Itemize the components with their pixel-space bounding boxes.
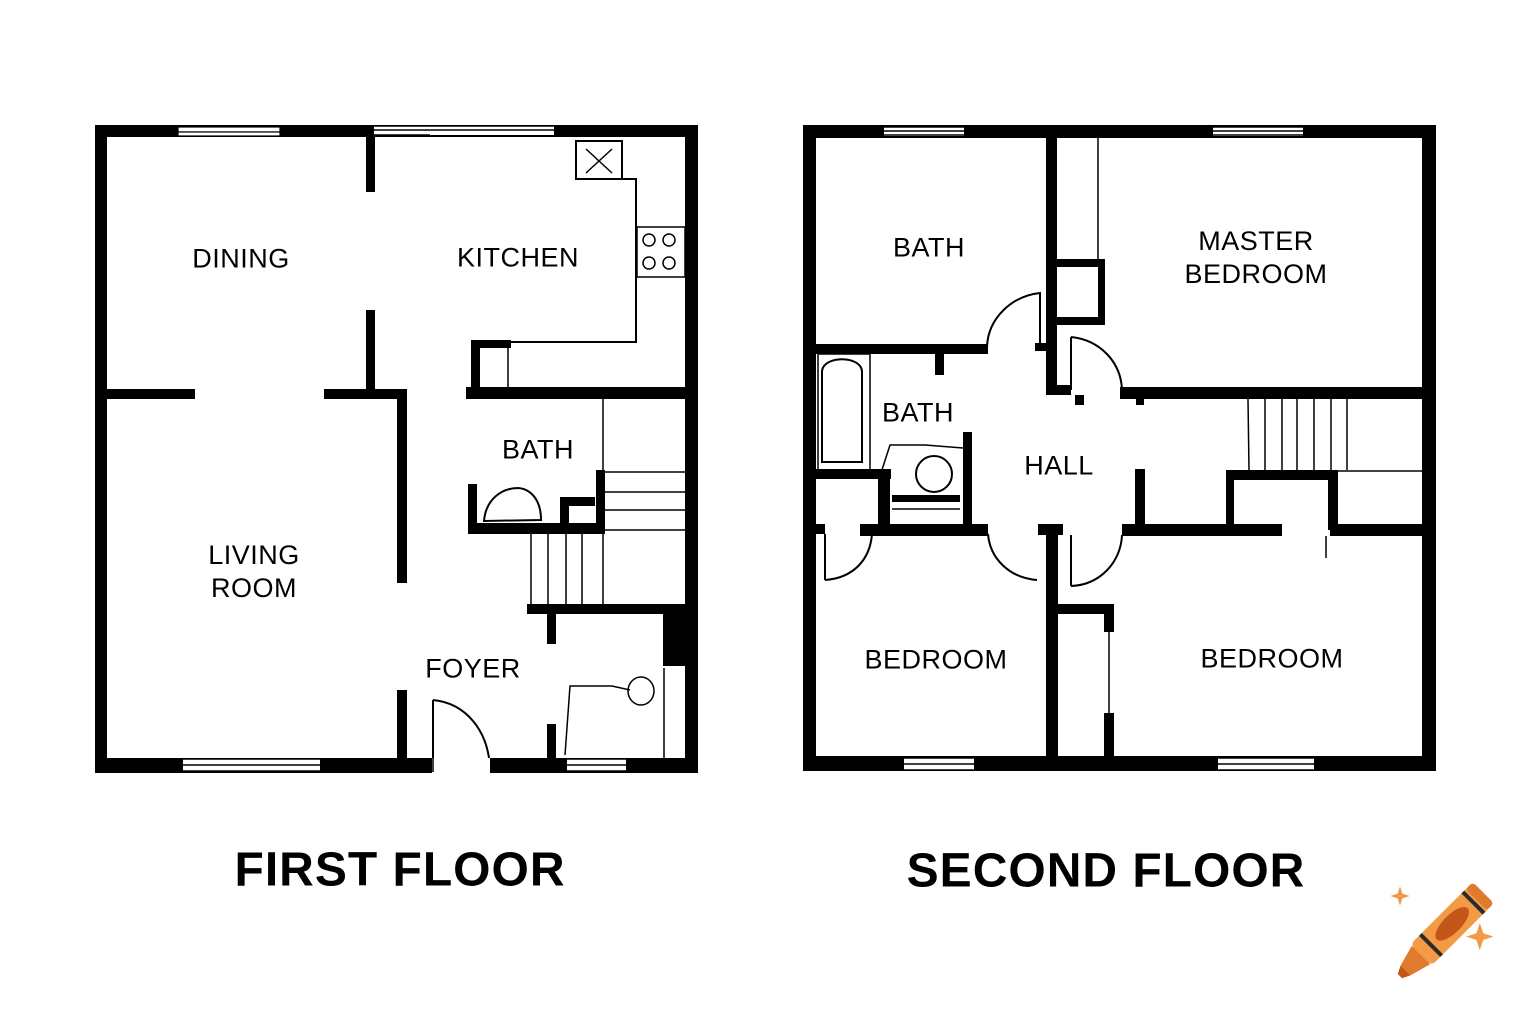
room-label-hall: HALL	[1024, 450, 1094, 481]
room-label-dining: DINING	[192, 243, 290, 274]
room-label-master-line1: MASTER	[1198, 226, 1314, 256]
room-label-bath-lower: BATH	[881, 397, 955, 428]
room-label-living-room: LIVING ROOM	[208, 539, 300, 605]
first-floor-plan	[95, 125, 698, 773]
room-label-master-bedroom: MASTER BEDROOM	[1184, 225, 1327, 291]
room-label-living-line1: LIVING	[208, 540, 300, 570]
room-label-master-line2: BEDROOM	[1184, 259, 1328, 289]
crayon-icon	[1390, 883, 1494, 979]
room-label-bath-first: BATH	[501, 434, 575, 465]
room-label-bedroom-right: BEDROOM	[1200, 643, 1344, 674]
second-floor-plan	[803, 125, 1436, 771]
room-label-kitchen: KITCHEN	[456, 242, 580, 273]
first-floor-caption: FIRST FLOOR	[234, 843, 566, 897]
second-floor-caption: SECOND FLOOR	[906, 844, 1306, 898]
room-label-living-line2: ROOM	[211, 573, 297, 603]
room-label-bath-upper: BATH	[892, 232, 966, 263]
room-label-foyer: FOYER	[425, 653, 521, 684]
room-label-bedroom-left: BEDROOM	[864, 644, 1008, 675]
